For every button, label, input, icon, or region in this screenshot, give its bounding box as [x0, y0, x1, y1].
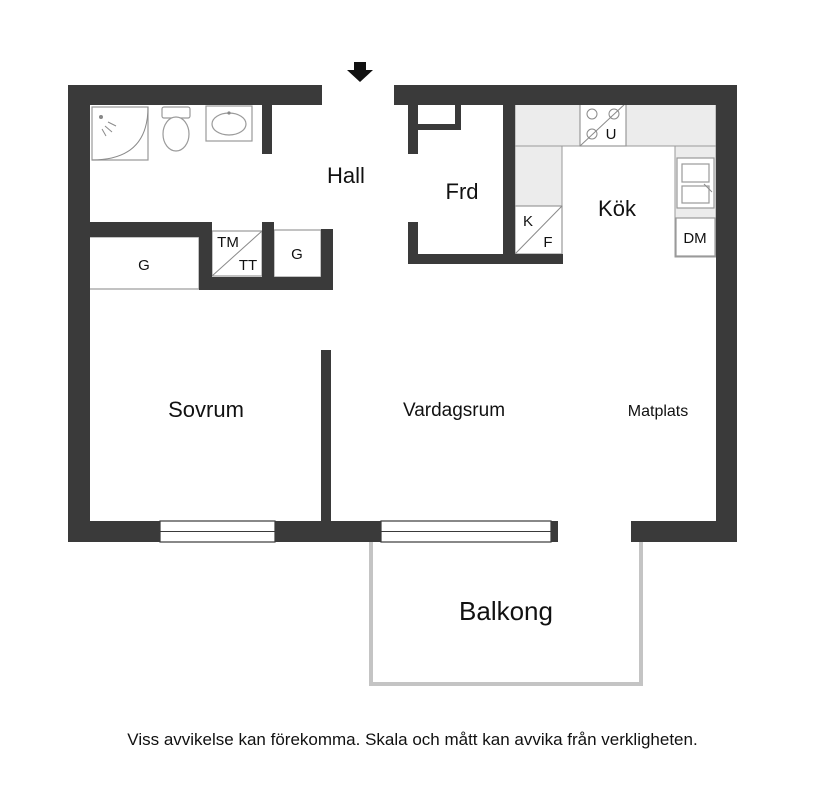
fridge-freezer-box	[514, 205, 563, 255]
disclaimer-text: Viss avvikelse kan förekomma. Skala och …	[127, 730, 698, 749]
toilet-icon	[161, 106, 191, 152]
window-vardagsrum	[380, 520, 552, 543]
interior-walls	[88, 103, 563, 525]
kitchen-sink-icon	[676, 157, 715, 209]
room-label-vardagsrum: Vardagsrum	[403, 400, 505, 421]
shower-icon	[91, 106, 149, 161]
room-label-kok: Kök	[598, 196, 637, 221]
exterior-walls	[68, 85, 737, 542]
garderob-label-right: G	[291, 246, 303, 263]
sink-icon	[205, 105, 253, 142]
room-label-frd: Frd	[446, 179, 479, 204]
frys-label: F	[543, 234, 552, 251]
torktumlare-label: TT	[239, 257, 257, 274]
diskmaskin-label: DM	[683, 230, 706, 247]
room-label-hall: Hall	[327, 163, 365, 188]
balcony-outline	[369, 540, 643, 686]
kyl-label: K	[523, 213, 533, 230]
dishwasher-box	[675, 217, 716, 257]
ugn-label: U	[606, 126, 617, 143]
stove-icon	[579, 102, 627, 147]
tvattmaskin-label: TM	[217, 234, 239, 251]
room-label-balkong: Balkong	[459, 596, 553, 626]
garderob-label-left: G	[138, 257, 150, 274]
room-label-sovrum: Sovrum	[168, 397, 244, 422]
arrow-down-icon	[347, 62, 373, 82]
window-sovrum	[159, 520, 276, 543]
room-label-matplats: Matplats	[628, 403, 688, 420]
